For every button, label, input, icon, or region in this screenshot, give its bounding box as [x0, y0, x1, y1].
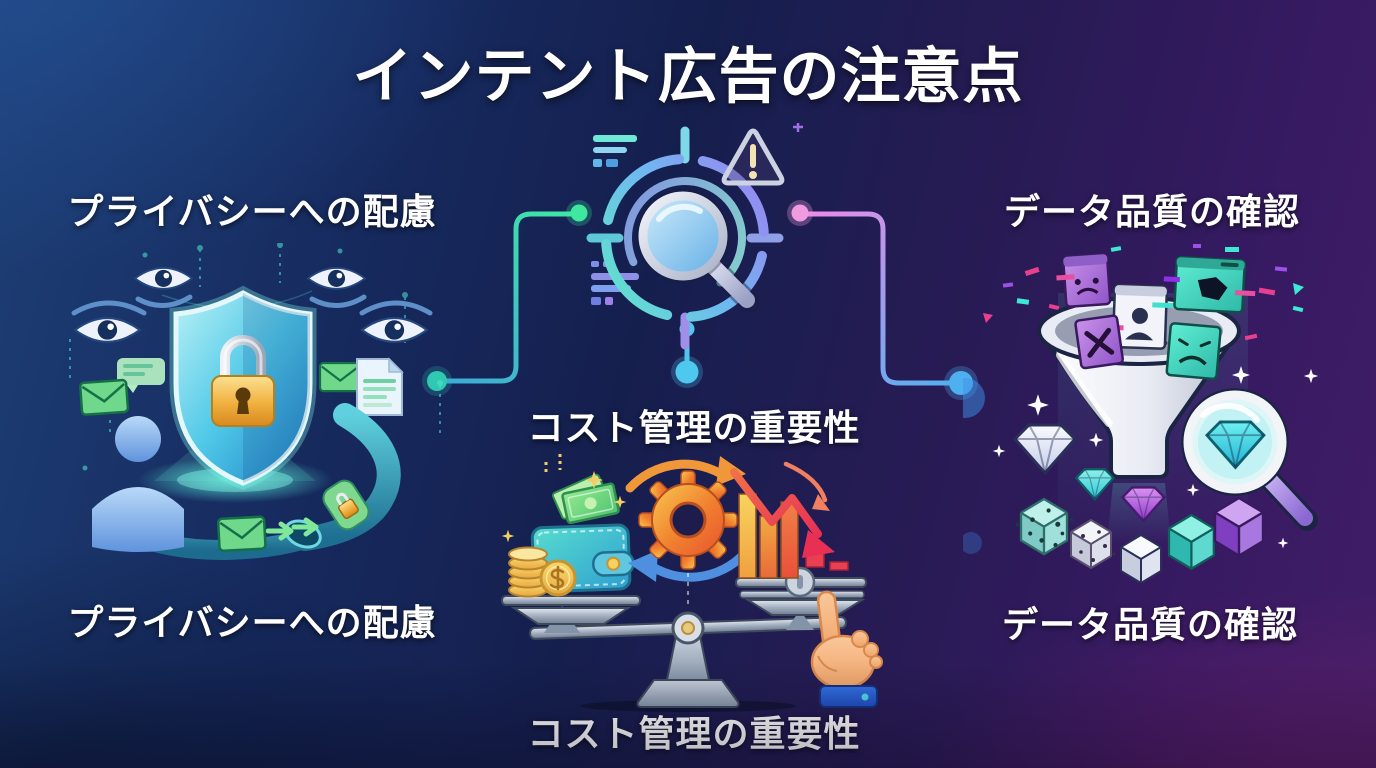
- document-icon: [356, 357, 404, 416]
- user-silhouette-icon: [92, 416, 184, 552]
- cost-balance-illustration: [501, 454, 883, 712]
- corrupt-card-icon: [1165, 322, 1222, 381]
- eye-icon: [71, 300, 147, 343]
- cross-deco: [793, 123, 803, 132]
- magnifier-icon: [636, 189, 760, 313]
- target-illustration: [586, 123, 803, 350]
- cost-top-label: コスト管理の重要性: [527, 408, 861, 449]
- noisy-cube-icon: [1071, 520, 1116, 568]
- balance-scale-icon: [501, 566, 867, 712]
- text-lines-icon: [593, 135, 637, 167]
- corrupt-card-icon: [1056, 252, 1112, 308]
- envelope-icon: [78, 378, 130, 417]
- sparkle-icon: [501, 454, 627, 543]
- pointing-hand-icon: [810, 590, 883, 708]
- eye-icon: [307, 267, 367, 308]
- dollar-coin-icon: [539, 559, 577, 597]
- padlock-icon: [211, 335, 275, 427]
- privacy-illustration: [69, 243, 443, 560]
- quality-bottom-label: データ品質の確認: [1001, 605, 1299, 646]
- cost-bottom-label: コスト管理の重要性: [527, 714, 861, 755]
- downtrend-arrow-icon: [730, 461, 835, 558]
- corrupt-card-icon: [1074, 314, 1125, 370]
- eye-icon: [359, 300, 433, 343]
- glitch-window-icon: [1163, 255, 1256, 314]
- target-icon: [586, 126, 784, 350]
- privacy-bottom-label: プライバシーへの配慮: [67, 603, 437, 644]
- connector-target-to-quality: [797, 211, 963, 386]
- noisy-cube-icon: [1015, 499, 1074, 555]
- magnifier-gem-icon: [1181, 388, 1318, 531]
- eye-icon: [134, 267, 193, 308]
- bokeh-dot: [963, 532, 982, 554]
- gear-icon: [638, 470, 738, 570]
- arrow-right-icon: [265, 517, 319, 541]
- connector-dot: [675, 360, 699, 384]
- warning-triangle-icon: [721, 128, 785, 186]
- bokeh-dot: [963, 378, 985, 418]
- envelope-icon: [216, 515, 267, 553]
- page-title: インテント広告の注意点: [352, 42, 1024, 112]
- coin-stack-icon: [508, 546, 548, 598]
- quality-funnel-illustration: [963, 244, 1319, 583]
- quality-top-label: データ品質の確認: [1003, 192, 1301, 233]
- pipe-lock-band: [322, 479, 370, 531]
- envelope-icon: [318, 361, 362, 393]
- cash-icon: [551, 473, 620, 525]
- chat-bubble-icon: [117, 358, 165, 393]
- privacy-top-label: プライバシーへの配慮: [67, 192, 437, 233]
